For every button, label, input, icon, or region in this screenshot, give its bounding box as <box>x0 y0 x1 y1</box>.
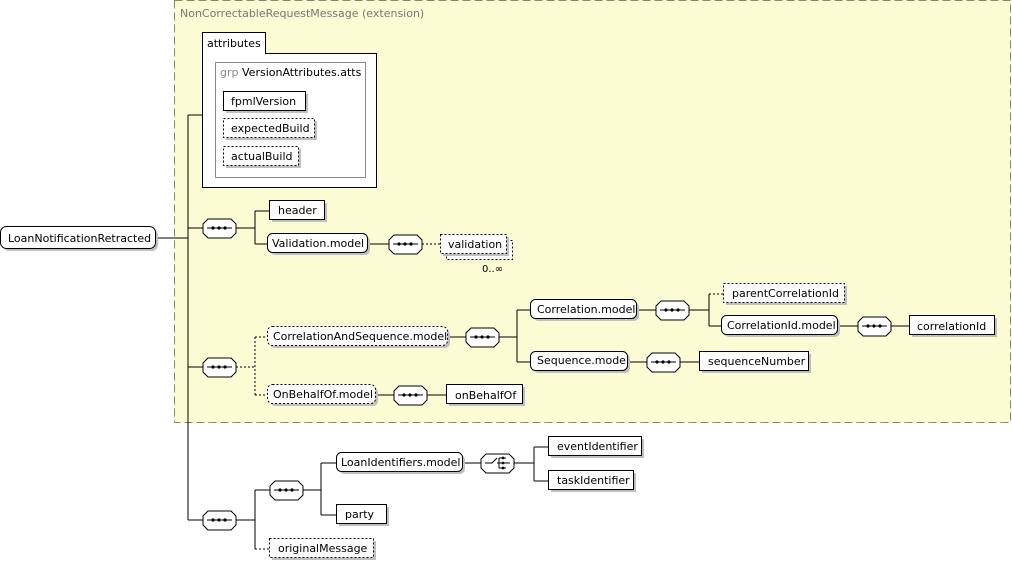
extension-label: NonCorrectableRequestMessage (extension) <box>180 7 424 20</box>
connector-lines <box>157 114 909 550</box>
sequence-icon <box>202 357 237 378</box>
root-element-label: LoanNotificationRetracted <box>8 232 151 245</box>
sequence-icon <box>655 300 690 321</box>
element-label: onBehalfOf <box>455 389 517 402</box>
element-party[interactable]: party <box>336 504 390 527</box>
sequence-icon <box>202 218 237 239</box>
model-sequence[interactable]: Sequence.model <box>530 351 631 374</box>
attribute-label: actualBuild <box>231 150 292 163</box>
sequence-icon <box>465 327 500 348</box>
model-loan-identifiers[interactable]: LoanIdentifiers.model <box>336 452 466 475</box>
element-label: originalMessage <box>278 542 368 555</box>
sequence-icon <box>646 352 681 373</box>
group-prefix: grp <box>220 66 239 79</box>
model-correlation[interactable]: Correlation.model <box>530 299 640 322</box>
model-label: LoanIdentifiers.model <box>341 456 460 469</box>
model-label: Sequence.model <box>537 354 629 367</box>
element-label: taskIdentifier <box>557 474 630 487</box>
model-label: Validation.model <box>272 237 364 250</box>
sequence-icon <box>857 316 892 337</box>
model-label: OnBehalfOf.model <box>273 388 373 401</box>
group-name: VersionAttributes.atts <box>242 66 362 79</box>
element-event-identifier[interactable]: eventIdentifier <box>548 436 645 459</box>
model-validation[interactable]: Validation.model <box>267 233 371 256</box>
model-label: CorrelationAndSequence.model <box>273 330 447 343</box>
sequence-icon <box>388 234 423 255</box>
model-label: Correlation.model <box>537 303 635 316</box>
element-on-behalf-of[interactable]: onBehalfOf <box>446 384 526 407</box>
model-label: CorrelationId.model <box>727 319 836 332</box>
element-task-identifier[interactable]: taskIdentifier <box>548 470 637 493</box>
occurrence-label: 0..∞ <box>482 264 503 275</box>
model-correlation-id[interactable]: CorrelationId.model <box>721 315 841 338</box>
element-label: eventIdentifier <box>557 440 638 453</box>
sequence-icon <box>393 385 428 406</box>
attribute-actualbuild[interactable]: actualBuild <box>223 146 302 169</box>
element-label: parentCorrelationId <box>732 287 839 300</box>
attributes-box[interactable]: attributes grp VersionAttributes.atts fp… <box>202 32 377 188</box>
element-correlation-id[interactable]: correlationId <box>909 315 998 338</box>
root-element[interactable]: LoanNotificationRetracted <box>0 226 159 252</box>
model-correlation-and-sequence[interactable]: CorrelationAndSequence.model <box>267 326 451 349</box>
element-label: header <box>278 204 317 217</box>
attribute-expectedbuild[interactable]: expectedBuild <box>223 118 318 141</box>
element-label: correlationId <box>917 320 986 333</box>
sequence-icon <box>269 480 304 501</box>
element-original-message[interactable]: originalMessage <box>269 538 377 561</box>
attribute-label: fpmlVersion <box>231 95 296 108</box>
element-header[interactable]: header <box>269 200 328 223</box>
element-validation[interactable]: validation 0..∞ <box>440 234 513 276</box>
element-label: party <box>345 508 375 521</box>
element-parent-correlation-id[interactable]: parentCorrelationId <box>723 283 848 306</box>
attribute-fpmlversion[interactable]: fpmlVersion <box>223 91 309 114</box>
model-on-behalf-of[interactable]: OnBehalfOf.model <box>267 384 379 407</box>
element-label: validation <box>448 238 502 251</box>
sequence-compositors <box>202 218 892 531</box>
attribute-label: expectedBuild <box>231 122 310 135</box>
sequence-icon <box>202 510 237 531</box>
element-sequence-number[interactable]: sequenceNumber <box>699 351 812 374</box>
element-label: sequenceNumber <box>708 355 806 368</box>
attributes-title: attributes <box>207 37 261 50</box>
choice-icon <box>480 453 515 474</box>
